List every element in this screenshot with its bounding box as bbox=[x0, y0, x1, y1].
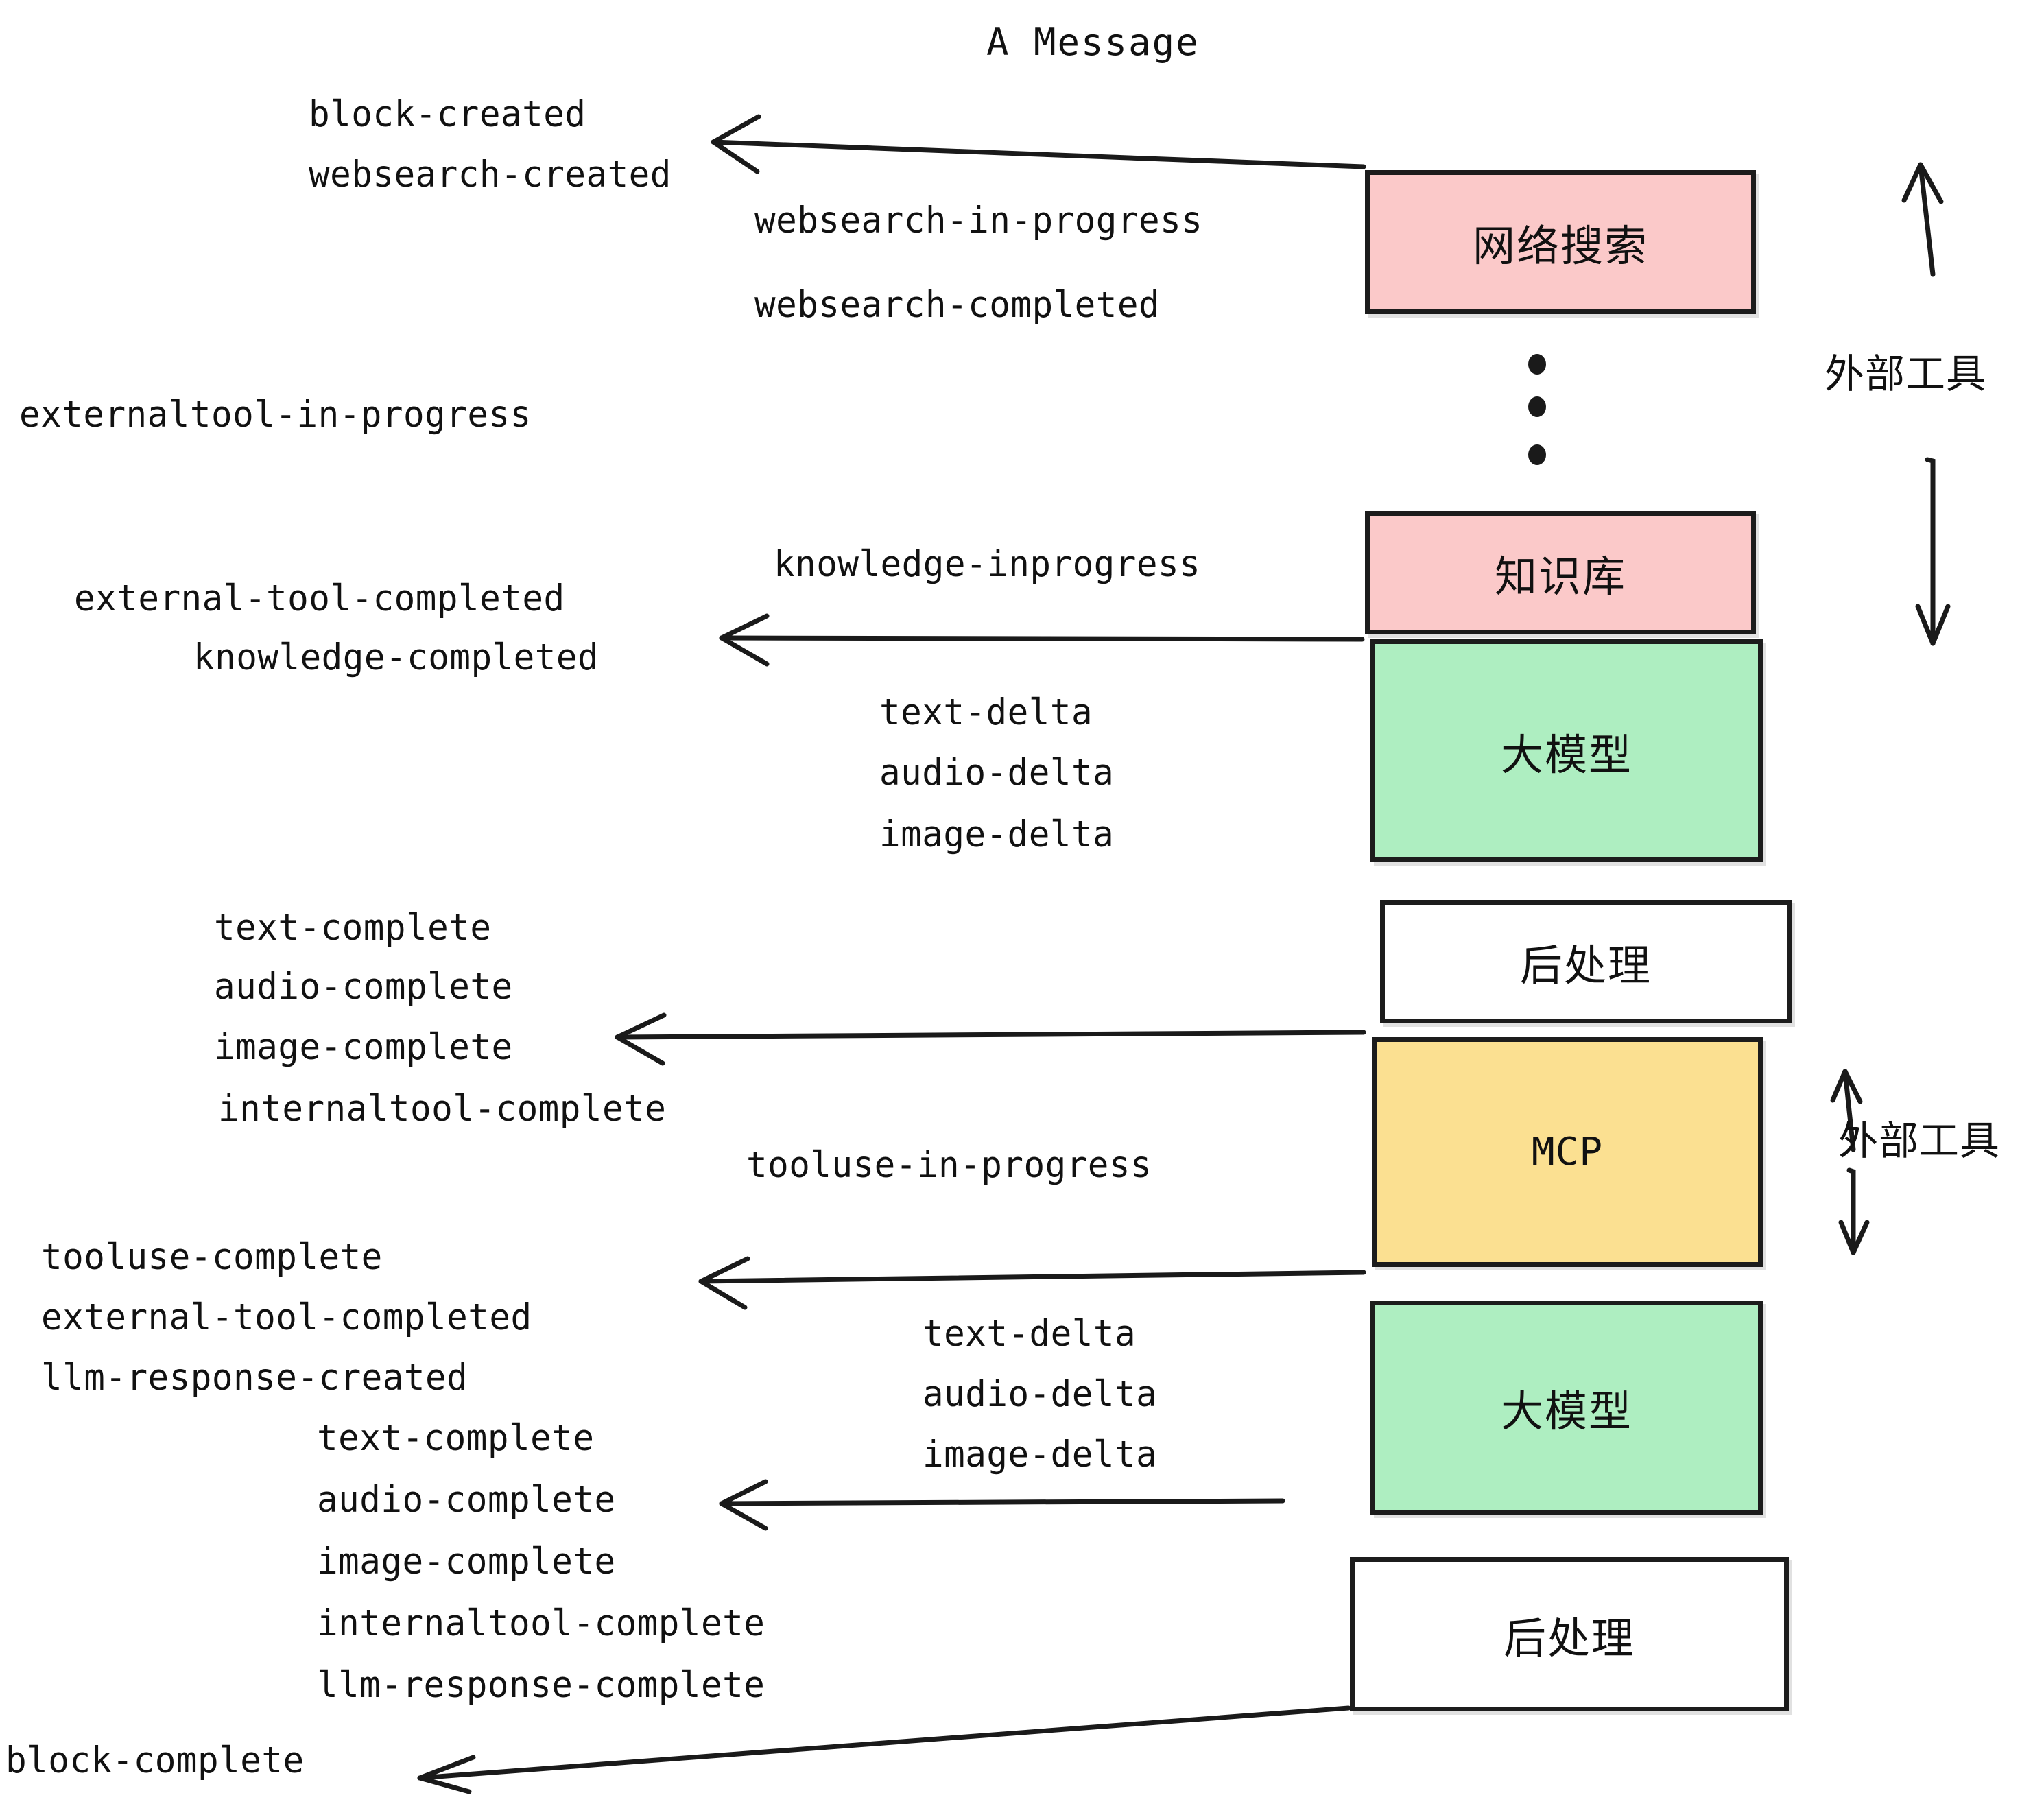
side-label-external-tools-bottom: 外部工具 bbox=[1838, 1117, 2001, 1164]
event-label: text-delta bbox=[879, 691, 1093, 733]
event-label: block-complete bbox=[5, 1740, 305, 1781]
event-label: websearch-completed bbox=[754, 284, 1161, 326]
event-label: text-complete bbox=[317, 1417, 595, 1459]
node-postprocess-first-label: 后处理 bbox=[1519, 940, 1652, 990]
event-label: text-complete bbox=[214, 907, 492, 949]
arrow-llm2-to-audio-complete bbox=[719, 1479, 1285, 1531]
event-label: image-delta bbox=[879, 814, 1115, 855]
node-postprocess-second[interactable]: 后处理 bbox=[1350, 1557, 1789, 1711]
event-label: tooluse-complete bbox=[41, 1236, 383, 1278]
event-label: image-complete bbox=[214, 1026, 513, 1068]
event-label: llm-response-created bbox=[41, 1357, 468, 1399]
external-tools-bracket-top bbox=[1901, 162, 1951, 646]
event-label: tooluse-in-progress bbox=[746, 1144, 1152, 1186]
event-label: audio-complete bbox=[317, 1479, 616, 1521]
node-mcp-label: MCP bbox=[1531, 1130, 1604, 1174]
event-label: audio-delta bbox=[923, 1373, 1158, 1415]
arrow-mcp-to-tooluse-complete bbox=[698, 1256, 1366, 1310]
event-label: internaltool-complete bbox=[317, 1602, 765, 1644]
ellipsis-dot-2 bbox=[1528, 396, 1546, 417]
node-mcp[interactable]: MCP bbox=[1372, 1037, 1763, 1267]
node-llm-second-label: 大模型 bbox=[1500, 1386, 1632, 1436]
event-label: knowledge-completed bbox=[193, 637, 599, 678]
node-knowledge[interactable]: 知识库 bbox=[1365, 511, 1756, 634]
node-llm-first[interactable]: 大模型 bbox=[1370, 639, 1763, 862]
event-label: external-tool-completed bbox=[74, 578, 565, 619]
event-label: llm-response-complete bbox=[317, 1664, 765, 1706]
node-websearch-label: 网络搜索 bbox=[1472, 221, 1648, 271]
arrow-websearch-to-created bbox=[711, 114, 1366, 174]
event-label: websearch-created bbox=[309, 154, 672, 195]
side-label-external-tools-top: 外部工具 bbox=[1825, 351, 1987, 397]
diagram-title: A Message bbox=[986, 21, 1200, 64]
event-label: audio-delta bbox=[879, 752, 1115, 794]
event-label: externaltool-in-progress bbox=[19, 394, 532, 436]
node-llm-first-label: 大模型 bbox=[1500, 729, 1632, 780]
node-postprocess-first[interactable]: 后处理 bbox=[1380, 900, 1792, 1023]
event-label: audio-complete bbox=[214, 966, 513, 1008]
arrow-knowledge-to-completed bbox=[719, 613, 1365, 667]
node-postprocess-second-label: 后处理 bbox=[1503, 1613, 1635, 1663]
event-label: image-delta bbox=[923, 1434, 1158, 1475]
event-label: knowledge-inprogress bbox=[774, 543, 1201, 585]
arrow-postproc-to-block-complete bbox=[417, 1705, 1351, 1794]
node-websearch[interactable]: 网络搜索 bbox=[1365, 170, 1756, 314]
event-label: block-created bbox=[309, 93, 586, 135]
arrow-post-to-image-complete bbox=[615, 1012, 1366, 1066]
ellipsis-dot-1 bbox=[1528, 354, 1546, 375]
node-knowledge-label: 知识库 bbox=[1494, 551, 1626, 602]
ellipsis-dot-3 bbox=[1528, 444, 1546, 465]
event-label: external-tool-completed bbox=[41, 1296, 532, 1338]
event-label: websearch-in-progress bbox=[754, 200, 1203, 241]
event-label: image-complete bbox=[317, 1541, 616, 1582]
event-label: text-delta bbox=[923, 1313, 1137, 1355]
event-label: internaltool-complete bbox=[218, 1088, 667, 1130]
node-llm-second[interactable]: 大模型 bbox=[1370, 1301, 1763, 1515]
